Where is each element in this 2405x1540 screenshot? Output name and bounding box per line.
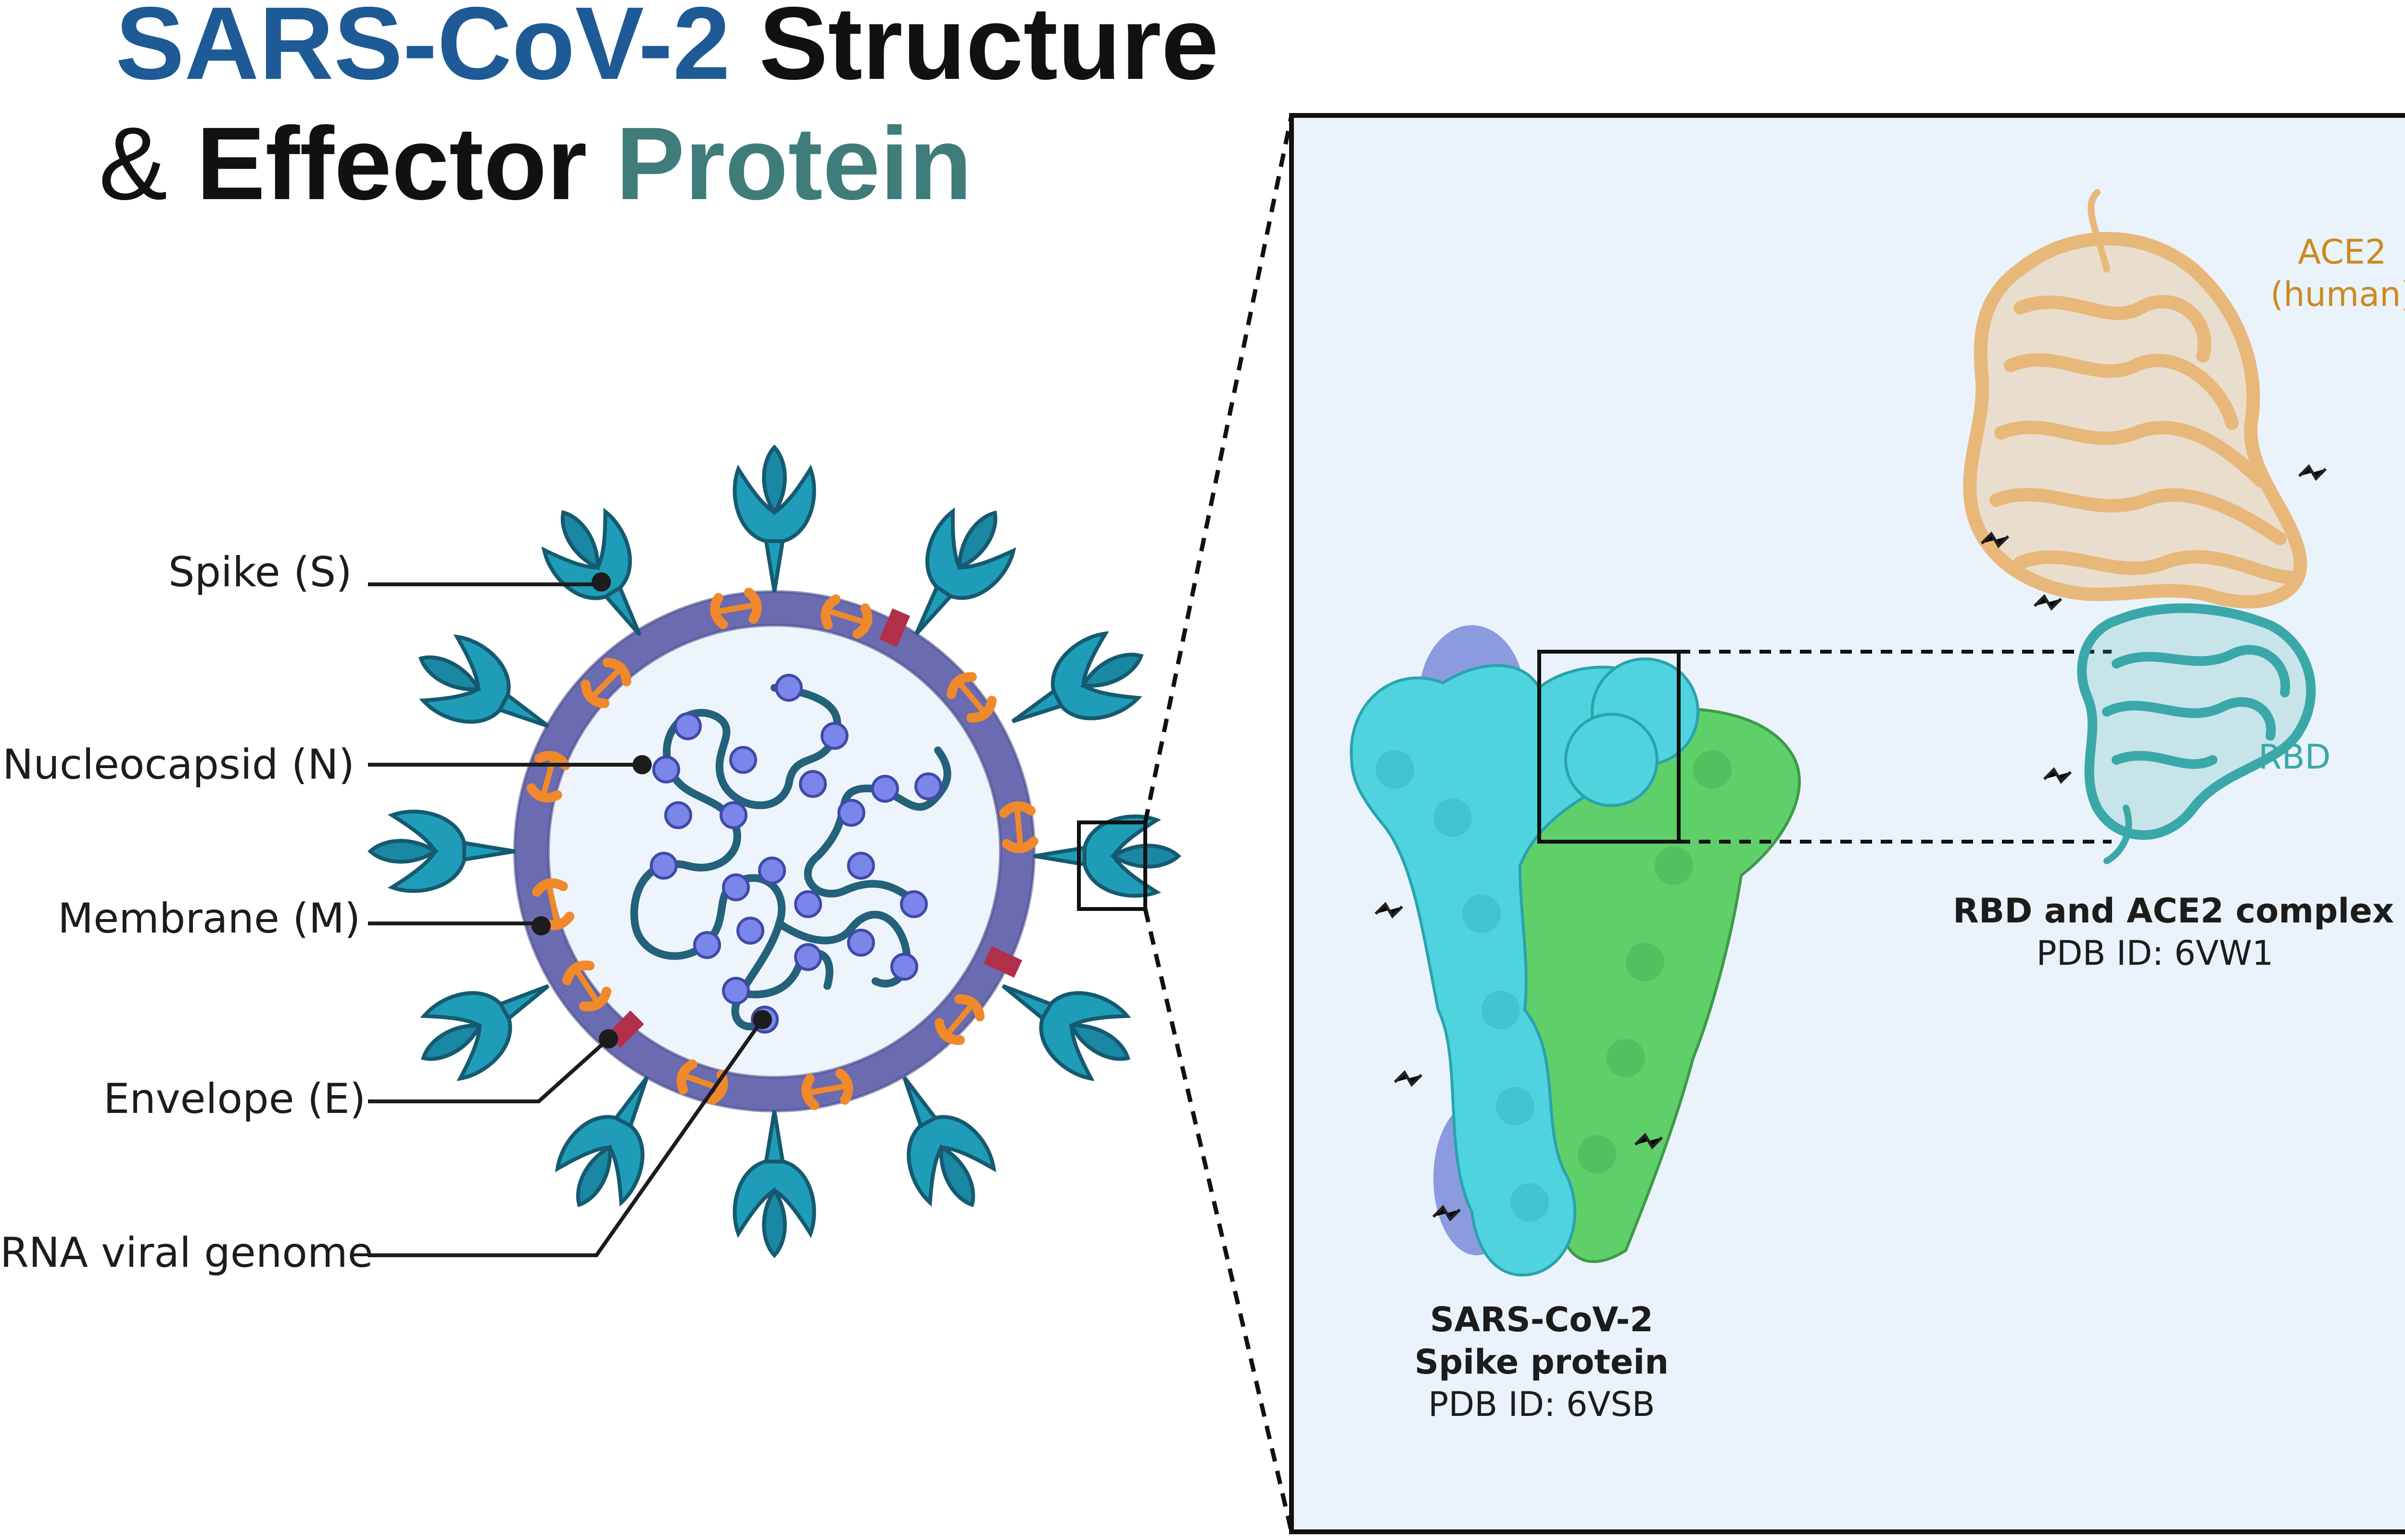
label-envelope: Envelope (E) [103, 1075, 366, 1123]
zoom-box [1077, 820, 1147, 911]
complex-pdb: PDB ID: 6VW1 [2036, 934, 2274, 973]
title-protein: Protein [616, 105, 972, 221]
label-nucleocapsid: Nucleocapsid (N) [2, 741, 355, 789]
leader-lines [368, 582, 764, 1257]
spike-pdb: PDB ID: 6VSB [1428, 1385, 1655, 1424]
ace2-label-line2: (human) [2270, 275, 2405, 314]
label-membrane: Membrane (M) [58, 895, 361, 943]
title-structure: Structure [759, 0, 1219, 101]
glycans [1374, 464, 2327, 1222]
spike-caption: SARS-CoV-2 Spike protein PDB ID: 6VSB [1385, 1299, 1698, 1426]
rbd-label: RBD [2258, 737, 2331, 777]
zoom-line-top [1143, 115, 1294, 823]
nucleocapsid-proteins [650, 674, 942, 1034]
label-spike: Spike (S) [168, 548, 352, 596]
title-ampersand: & [99, 105, 168, 221]
ace2-label: ACE2 (human) [2270, 231, 2405, 316]
label-rna-genome: RNA viral genome [0, 1229, 373, 1277]
title-line-2: & Effector Protein [99, 101, 972, 226]
title-line-1: SARS-CoV-2 Structure [115, 0, 1219, 106]
spike-title-line2: Spike protein [1414, 1342, 1669, 1382]
ace2-structure [1963, 189, 2307, 609]
spike-title-line1: SARS-CoV-2 [1430, 1300, 1654, 1339]
ace2-label-line1: ACE2 [2298, 232, 2387, 272]
rbd-zoom-box [1537, 650, 1681, 844]
zoom-line-bottom [1143, 908, 1294, 1533]
complex-caption: RBD and ACE2 complex PDB ID: 6VW1 [1953, 890, 2394, 974]
spike-protein-structure [1350, 625, 1801, 1277]
leader-dots [532, 572, 772, 1048]
complex-title: RBD and ACE2 complex [1953, 891, 2394, 931]
virion [370, 447, 1178, 1255]
rbd-structure [2077, 603, 2316, 864]
title-effector: Effector [196, 105, 587, 221]
title-sars-cov-2: SARS-CoV-2 [115, 0, 731, 101]
